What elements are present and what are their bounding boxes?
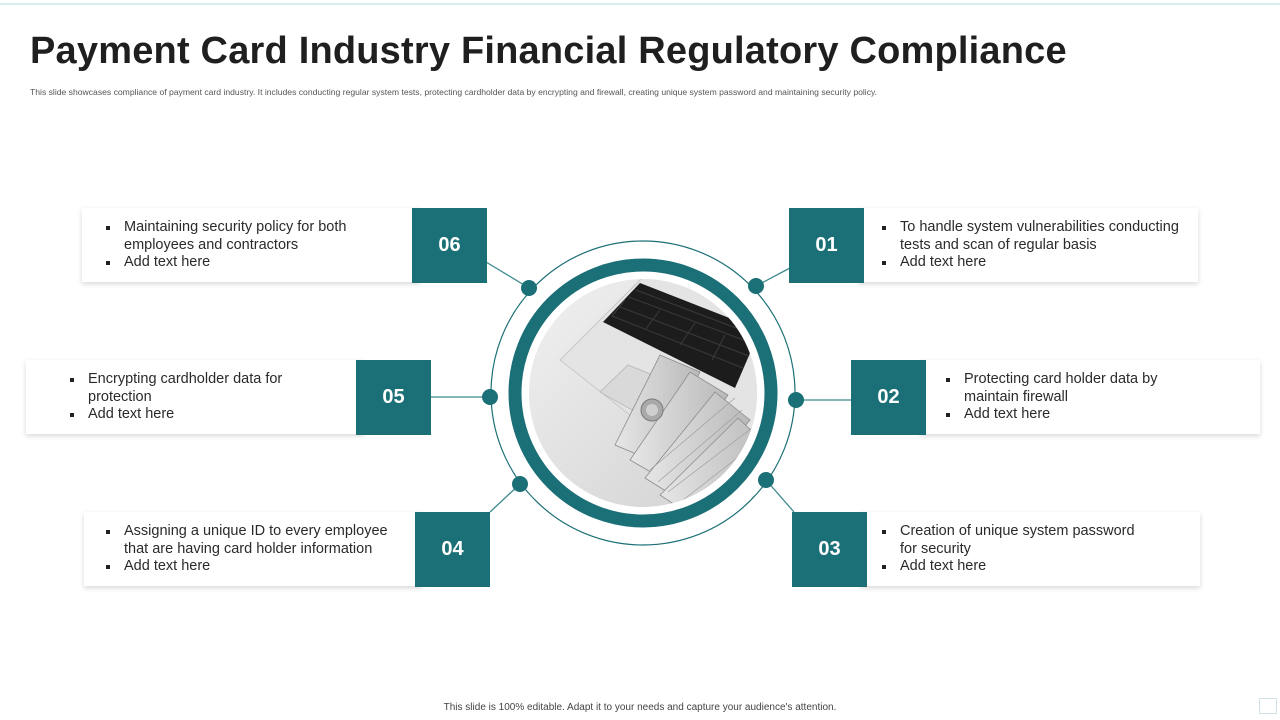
item-01-bullets: To handle system vulnerabilities conduct… [880,219,1190,272]
item-card-03: Creation of unique system password for s… [860,512,1200,586]
item-01-placeholder: Add text here [880,254,1190,272]
dot-04 [512,476,528,492]
dot-05 [482,389,498,405]
item-03-text: Creation of unique system password for s… [880,523,1155,558]
item-number-06: 06 [412,208,487,283]
item-04-placeholder: Add text here [104,558,394,576]
item-06-placeholder: Add text here [104,254,362,272]
item-06-text: Maintaining security policy for both emp… [104,219,362,254]
item-card-05: Encrypting cardholder data for protectio… [26,360,364,434]
item-number-02: 02 [851,360,926,435]
top-accent-rule [0,3,1280,5]
item-card-02: Protecting card holder data by maintain … [920,360,1260,434]
item-number-01: 01 [789,208,864,283]
item-number-05: 05 [356,360,431,435]
slide-footer: This slide is 100% editable. Adapt it to… [443,702,837,713]
item-05-placeholder: Add text here [68,406,293,424]
slide-subtitle: This slide showcases compliance of payme… [30,87,878,97]
item-01-text: To handle system vulnerabilities conduct… [880,219,1190,254]
dot-02 [788,392,804,408]
item-05-text: Encrypting cardholder data for protectio… [68,371,293,406]
item-02-bullets: Protecting card holder data by maintain … [944,371,1164,424]
item-number-04: 04 [415,512,490,587]
dot-06 [521,280,537,296]
dot-01 [748,278,764,294]
item-card-06: Maintaining security policy for both emp… [82,208,420,282]
item-03-placeholder: Add text here [880,558,1155,576]
item-03-bullets: Creation of unique system password for s… [880,523,1155,576]
item-02-placeholder: Add text here [944,406,1164,424]
item-05-bullets: Encrypting cardholder data for protectio… [68,371,293,424]
slide-title: Payment Card Industry Financial Regulato… [30,30,1067,72]
item-02-text: Protecting card holder data by maintain … [944,371,1164,406]
dot-03 [758,472,774,488]
item-number-03: 03 [792,512,867,587]
item-06-bullets: Maintaining security policy for both emp… [104,219,362,272]
item-card-04: Assigning a unique ID to every employee … [84,512,422,586]
laptop-money-photo [529,279,757,507]
connector-06 [485,261,530,289]
item-04-text: Assigning a unique ID to every employee … [104,523,394,558]
item-04-bullets: Assigning a unique ID to every employee … [104,523,394,576]
item-card-01: To handle system vulnerabilities conduct… [858,208,1198,282]
corner-frame [1259,698,1277,714]
